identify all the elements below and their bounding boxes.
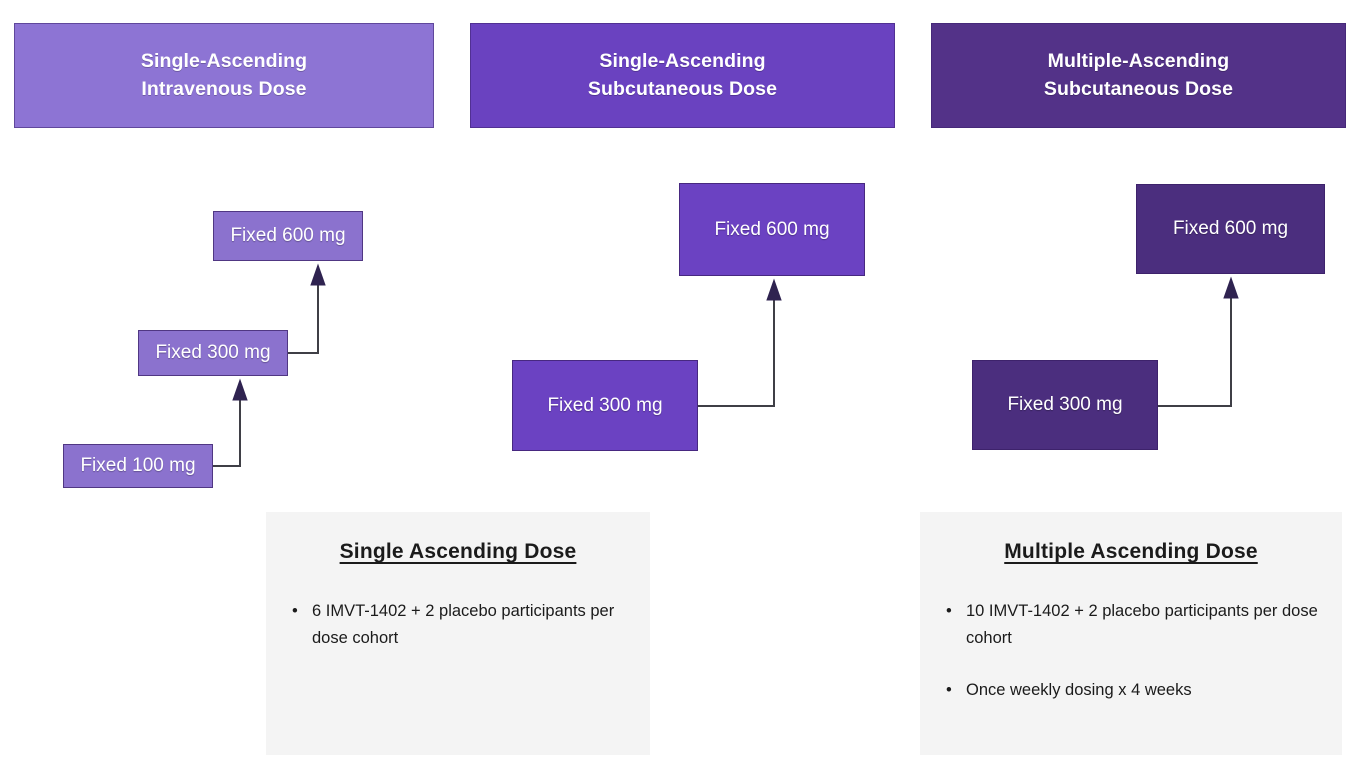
bullet-text: Once weekly dosing x 4 weeks xyxy=(966,681,1192,700)
dose-box-iv-100mg: Fixed 100 mg xyxy=(63,444,213,488)
list-item: • 6 IMVT-1402 + 2 placebo participants p… xyxy=(286,598,630,651)
dose-box-mad-300mg: Fixed 300 mg xyxy=(972,360,1158,450)
list-item: • 10 IMVT-1402 + 2 placebo participants … xyxy=(940,598,1322,651)
column-header-single-ascending-intravenous: Single-Ascending Intravenous Dose xyxy=(14,23,434,128)
header-line-2: Subcutaneous Dose xyxy=(587,77,778,100)
panel-title-mad: Multiple Ascending Dose xyxy=(1004,540,1258,563)
dose-box-sc-600mg: Fixed 600 mg xyxy=(679,183,865,276)
arrow-sc-300-to-600 xyxy=(698,278,782,407)
info-panel-multiple-ascending-dose: Multiple Ascending Dose • 10 IMVT-1402 +… xyxy=(920,512,1342,755)
dose-box-sc-300mg: Fixed 300 mg xyxy=(512,360,698,451)
info-panel-single-ascending-dose: Single Ascending Dose • 6 IMVT-1402 + 2 … xyxy=(266,512,650,755)
bullet-text: 10 IMVT-1402 + 2 placebo participants pe… xyxy=(966,602,1318,647)
bullet-list-mad: • 10 IMVT-1402 + 2 placebo participants … xyxy=(940,598,1322,704)
dose-box-iv-300mg: Fixed 300 mg xyxy=(138,330,288,376)
bullet-text: 6 IMVT-1402 + 2 placebo participants per… xyxy=(312,602,615,647)
header-line-1: Single-Ascending xyxy=(140,49,308,72)
arrow-iv-100-to-300 xyxy=(213,378,248,467)
column-header-multiple-ascending-subcutaneous: Multiple-Ascending Subcutaneous Dose xyxy=(931,23,1346,128)
bullet-point-icon: • xyxy=(946,602,952,620)
header-line-1: Single-Ascending xyxy=(599,49,766,72)
panel-title-sad: Single Ascending Dose xyxy=(339,540,577,563)
arrow-mad-300-to-600 xyxy=(1158,276,1239,407)
header-line-1: Multiple-Ascending xyxy=(1047,49,1230,72)
column-header-single-ascending-subcutaneous: Single-Ascending Subcutaneous Dose xyxy=(470,23,895,128)
arrow-iv-300-to-600 xyxy=(288,263,326,354)
bullet-point-icon: • xyxy=(946,681,952,700)
list-item: • Once weekly dosing x 4 weeks xyxy=(940,677,1322,704)
bullet-list-sad: • 6 IMVT-1402 + 2 placebo participants p… xyxy=(286,598,630,651)
header-line-2: Intravenous Dose xyxy=(141,77,307,100)
header-line-2: Subcutaneous Dose xyxy=(1043,77,1234,100)
dose-box-mad-600mg: Fixed 600 mg xyxy=(1136,184,1325,274)
dose-box-iv-600mg: Fixed 600 mg xyxy=(213,211,363,261)
bullet-point-icon: • xyxy=(292,602,298,620)
